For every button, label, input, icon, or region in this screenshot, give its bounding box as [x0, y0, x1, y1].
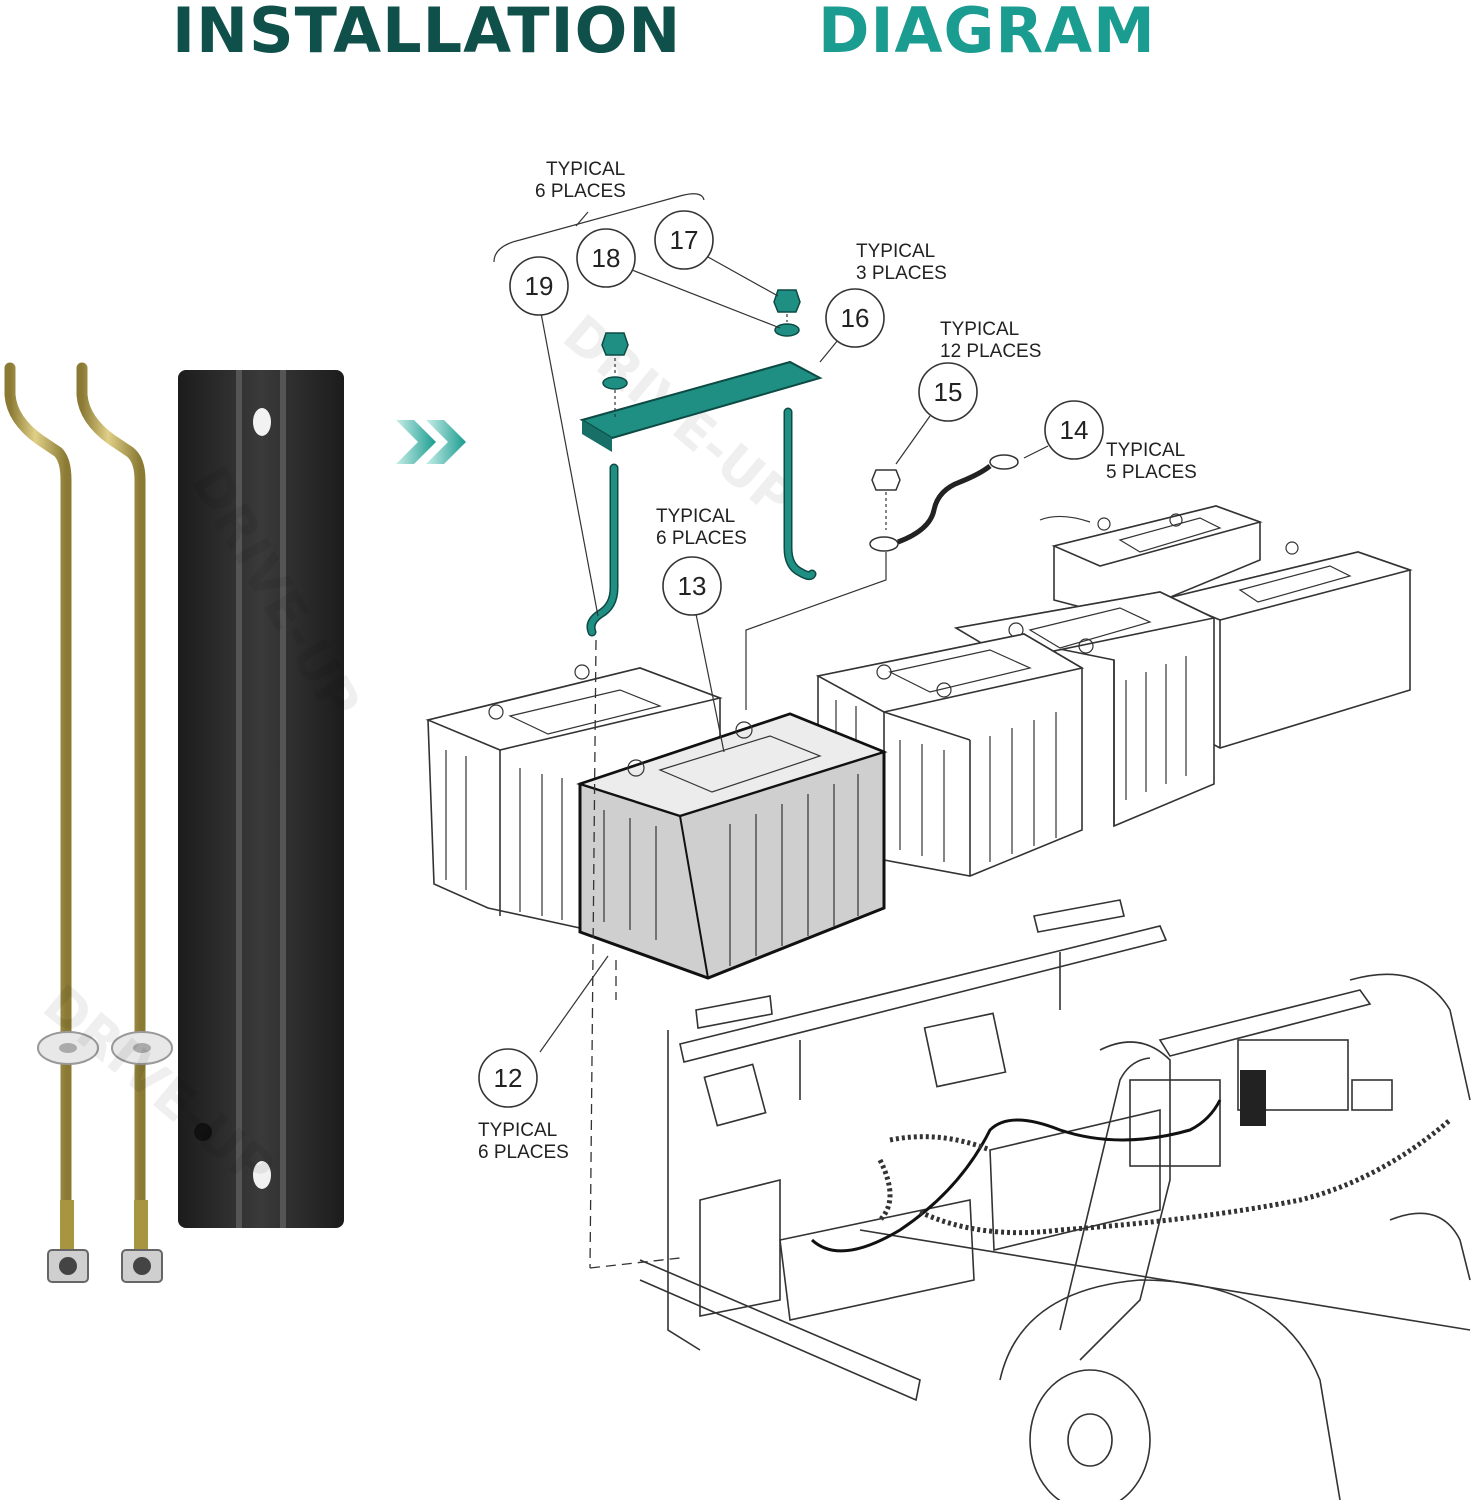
callout-15-label-line2: 12 PLACES	[940, 341, 1041, 362]
battery-back-right	[1165, 541, 1413, 749]
teal-j-rod-left	[586, 463, 619, 637]
callout-16-label-line1: TYPICAL	[856, 241, 935, 262]
group-label: TYPICAL 6 PLACES	[535, 159, 626, 202]
battery-back-middle	[1039, 505, 1263, 630]
title-part-installation: INSTALLATION	[172, 0, 681, 67]
callout-19: 19	[509, 256, 569, 316]
rod-right	[76, 362, 173, 1283]
callout-13-number: 13	[678, 571, 707, 601]
callout-12: 12 TYPICAL 6 PLACES	[478, 1048, 569, 1163]
callout-12-label-line1: TYPICAL	[478, 1120, 557, 1141]
callout-12-number: 12	[494, 1063, 523, 1093]
callout-15-number: 15	[934, 377, 963, 407]
nut-washer-left	[601, 332, 629, 420]
callout-14-label-line2: 5 PLACES	[1106, 462, 1197, 483]
callout-13-label-line2: 6 PLACES	[656, 528, 747, 549]
callout-18-number: 18	[592, 243, 621, 273]
callout-17: 17	[654, 210, 714, 270]
callout-16: 16 TYPICAL 3 PLACES	[825, 241, 947, 348]
battery-hold-down-bracket	[178, 370, 344, 1228]
group-label-line1: TYPICAL	[546, 159, 625, 180]
nut-washer-right	[773, 289, 801, 337]
callout-14-label-line1: TYPICAL	[1106, 440, 1185, 461]
rod-left	[4, 362, 99, 1283]
leader-lines	[493, 193, 1049, 1269]
group-label-line2: 6 PLACES	[535, 181, 626, 202]
callout-14: 14 TYPICAL 5 PLACES	[1044, 400, 1197, 483]
callout-16-number: 16	[841, 303, 870, 333]
callout-14-number: 14	[1060, 415, 1089, 445]
callout-12-label-line2: 6 PLACES	[478, 1142, 569, 1163]
title: INSTALLATION DIAGRAM	[172, 0, 1156, 67]
callout-13: 13 TYPICAL 6 PLACES	[656, 506, 747, 616]
double-chevron-right-icon	[396, 420, 466, 464]
battery-cable	[869, 454, 1019, 552]
callout-16-label-line2: 3 PLACES	[856, 263, 947, 284]
callout-15-label-line1: TYPICAL	[940, 319, 1019, 340]
callout-18: 18	[576, 228, 636, 288]
callout-15: 15 TYPICAL 12 PLACES	[918, 319, 1041, 422]
battery-highlighted	[576, 712, 888, 980]
hold-down-rods	[4, 362, 173, 1283]
cart-frame	[639, 899, 1471, 1500]
callout-13-label-line1: TYPICAL	[656, 506, 735, 527]
teal-hold-down-bar	[579, 360, 823, 452]
teal-j-rod-right	[783, 407, 817, 581]
title-part-diagram: DIAGRAM	[818, 0, 1156, 67]
callout-17-number: 17	[670, 225, 699, 255]
callout-19-number: 19	[525, 271, 554, 301]
